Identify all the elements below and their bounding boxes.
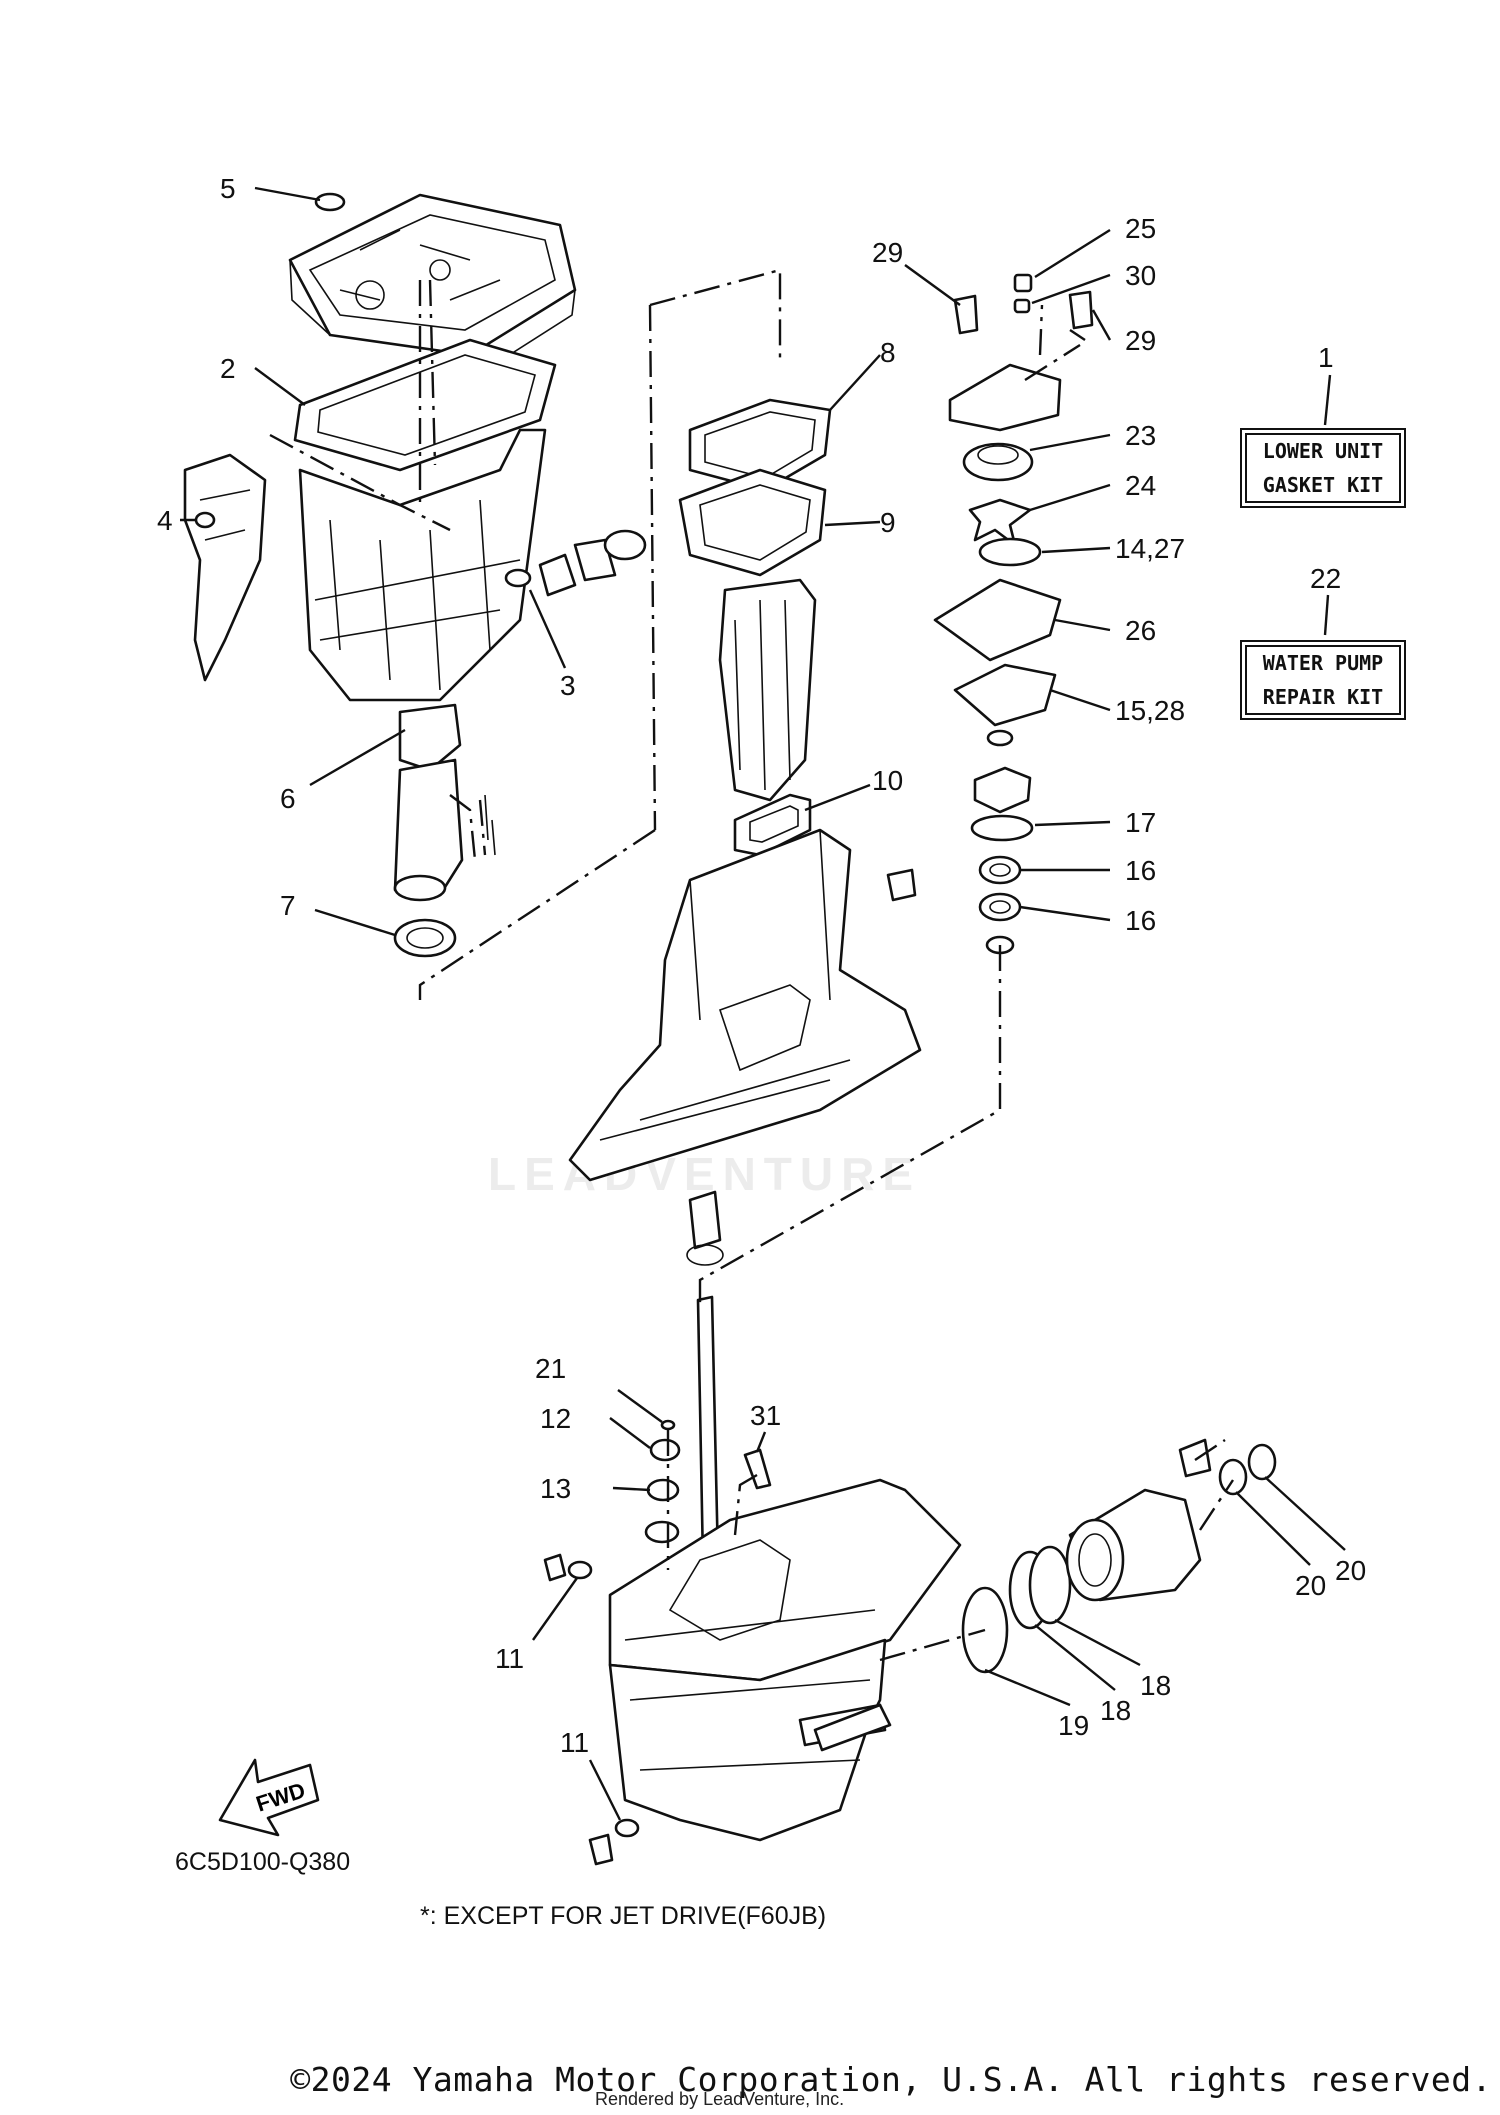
callout-7: 7 (280, 890, 296, 921)
gearcase-assembly (543, 1419, 1277, 1866)
callout-13: 13 (540, 1473, 571, 1504)
callout-17: 17 (1125, 807, 1156, 838)
callout-25: 25 (1125, 213, 1156, 244)
middle-casing-assembly (568, 398, 922, 1565)
callout-5: 5 (220, 173, 236, 204)
jet-drive-note: *: EXCEPT FOR JET DRIVE(F60JB) (420, 1902, 827, 1930)
callout-numbers: 5 2 4 3 6 7 8 9 10 29 25 30 29 23 24 14,… (157, 173, 1366, 1758)
callout-21: 21 (535, 1353, 566, 1384)
callout-14-27: 14,27 (1115, 533, 1185, 564)
callout-11a: 11 (495, 1643, 524, 1674)
fwd-arrow-icon: FWD (218, 1758, 320, 1837)
callout-31: 31 (750, 1400, 781, 1431)
diagram-code: 6C5D100-Q380 (175, 1848, 351, 1876)
water-pump-repair-kit-box: WATER PUMP REPAIR KIT (1240, 640, 1406, 720)
callout-30: 30 (1125, 260, 1156, 291)
callout-19: 19 (1058, 1710, 1089, 1741)
callout-29b: 29 (1125, 325, 1156, 356)
callout-18b: 18 (1100, 1695, 1131, 1726)
callout-20b: 20 (1295, 1570, 1326, 1601)
callout-16a: 16 (1125, 855, 1156, 886)
kit-box-line1: WATER PUMP (1262, 651, 1384, 675)
callout-8: 8 (880, 337, 896, 368)
upper-casing-assembly (183, 192, 647, 958)
callout-10: 10 (872, 765, 903, 796)
callout-3: 3 (560, 670, 576, 701)
kit-box-line2: REPAIR KIT (1262, 685, 1384, 709)
callout-29a: 29 (872, 237, 903, 268)
watermark: LEADVENTURE (488, 1148, 922, 1200)
callout-26: 26 (1125, 615, 1156, 646)
callout-11b: 11 (560, 1727, 589, 1758)
assembly-lines (269, 268, 1235, 1662)
callout-12: 12 (540, 1403, 571, 1434)
callout-23: 23 (1125, 420, 1156, 451)
leader-lines (180, 186, 1346, 1821)
render-credit: Rendered by LeadVenture, Inc. (595, 2089, 845, 2109)
kit-number-22: 22 (1310, 563, 1341, 594)
callout-20a: 20 (1335, 1555, 1366, 1586)
kit-number-1: 1 (1318, 342, 1334, 373)
copyright-notice: ©2024 Yamaha Motor Corporation, U.S.A. A… (290, 2060, 1492, 2099)
kit-box-line1: LOWER UNIT (1262, 439, 1384, 463)
callout-15-28: 15,28 (1115, 695, 1185, 726)
water-pump-assembly (933, 273, 1094, 955)
kit-box-line2: GASKET KIT (1262, 473, 1384, 497)
callout-2: 2 (220, 353, 236, 384)
lower-unit-gasket-kit-box: LOWER UNIT GASKET KIT (1240, 428, 1406, 508)
callout-9: 9 (880, 507, 896, 538)
callout-18a: 18 (1140, 1670, 1171, 1701)
callout-24: 24 (1125, 470, 1156, 501)
callout-6: 6 (280, 783, 296, 814)
callout-4: 4 (157, 505, 173, 536)
callout-16b: 16 (1125, 905, 1156, 936)
